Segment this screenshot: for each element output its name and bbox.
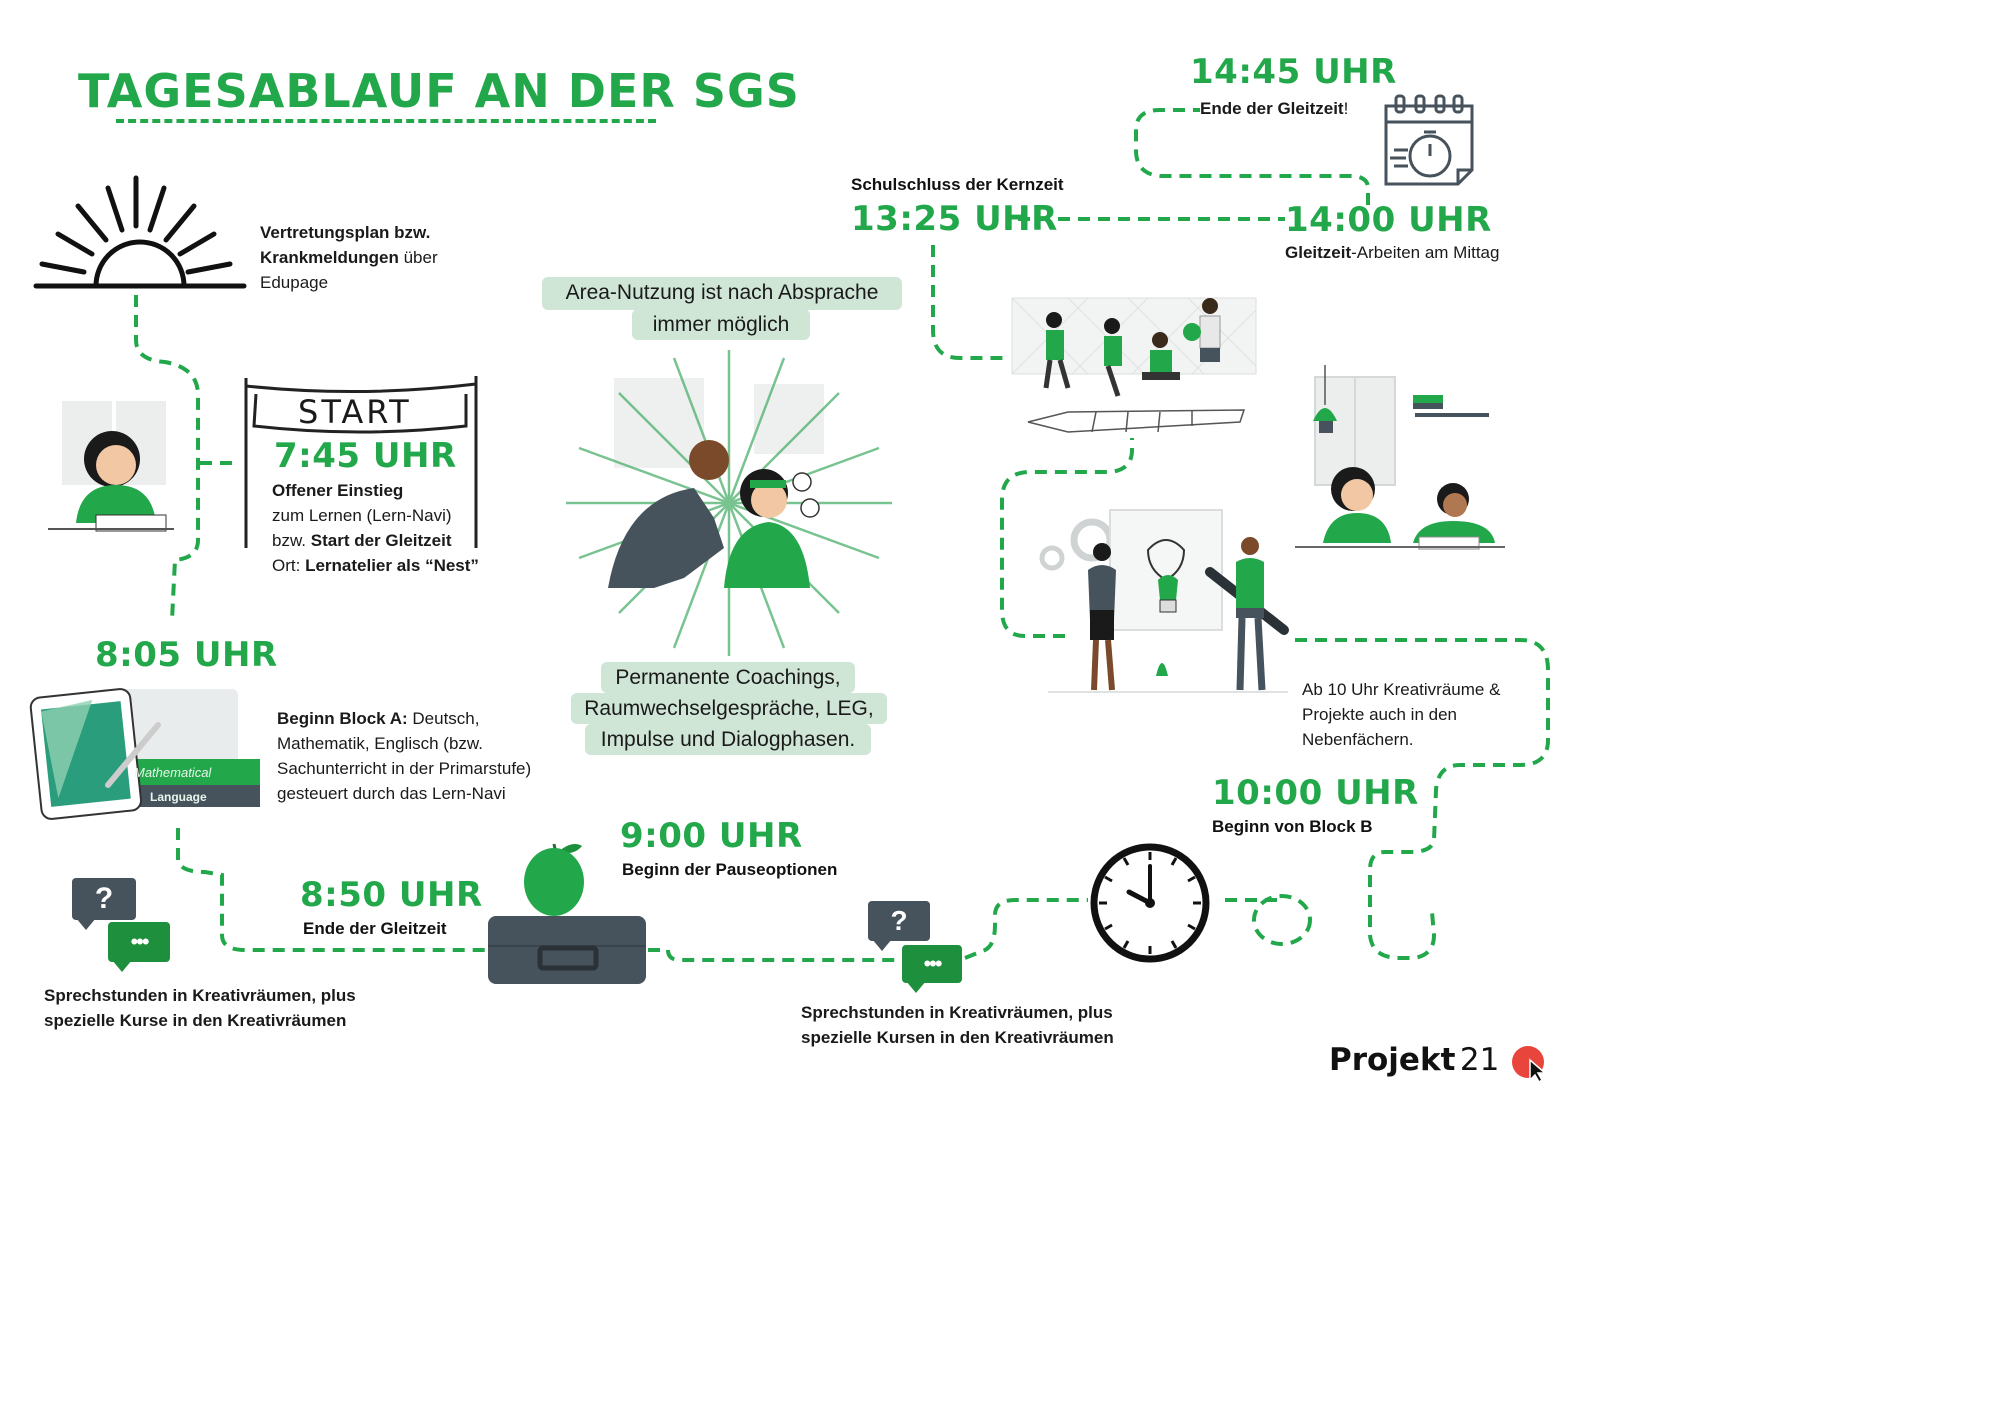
sprech-right-text: Sprechstunden in Kreativräumen, plus spe… (801, 1000, 1114, 1050)
area-bubble: Area-Nutzung ist nach Absprache (542, 277, 902, 310)
t0805-line1-rest: Deutsch, (407, 709, 480, 728)
area-bubble-line2: immer möglich (652, 313, 790, 336)
t0805-line4: gesteuert durch das Lern-Navi (277, 784, 506, 803)
t0745-line4-pre: Ort: (272, 556, 306, 575)
sprech-right-line2: spezielle Kursen in den Kreativräumen (801, 1028, 1114, 1047)
calendar-stopwatch-icon (1384, 94, 1474, 186)
dots-bubble: ••• (108, 922, 170, 962)
label-1445-bold: Ende der Gleitzeit (1200, 99, 1344, 118)
sun-note-rest: über (398, 248, 438, 267)
question-bubble-tail (76, 918, 96, 930)
sprech-left-line1: Sprechstunden in Kreativräumen, plus (44, 986, 356, 1005)
t0805-line3: Sachunterricht in der Primarstufe) (277, 759, 532, 778)
dots-bubble-tail (906, 981, 926, 993)
label-1445-suffix: ! (1343, 99, 1349, 118)
coaching-bubble-bottom: Impulse und Dialogphasen. (585, 724, 871, 755)
time-1400: 14:00 UHR (1285, 200, 1492, 240)
time-1000: 10:00 UHR (1212, 773, 1419, 813)
label-1445: Ende der Gleitzeit! (1200, 99, 1348, 119)
label-1000: Beginn von Block B (1212, 817, 1373, 836)
label-1325: Schulschluss der Kernzeit (851, 175, 1064, 194)
kreativ-note-line1: Ab 10 Uhr Kreativräume & (1302, 680, 1501, 699)
dots-bubble: ••• (902, 945, 962, 983)
block-0745-text: Offener Einstieg zum Lernen (Lern-Navi) … (272, 478, 479, 578)
timeline-path (134, 108, 1550, 962)
brand-number: 21 (1459, 1042, 1500, 1078)
sun-note-bold: Krankmeldungen (260, 248, 399, 267)
time-0805: 8:05 UHR (95, 635, 278, 675)
sprech-left-line2: spezielle Kurse in den Kreativräumen (44, 1011, 347, 1030)
window-students-illustration (1295, 365, 1505, 550)
time-0850: 8:50 UHR (300, 875, 483, 915)
book-label-bottom: Language (150, 790, 207, 804)
kreativ-note-line2: Projekte auch in den (1302, 705, 1457, 724)
question-bubble: ? (72, 878, 136, 920)
children-playing-illustration (1011, 297, 1257, 433)
label-0850: Ende der Gleitzeit (303, 919, 447, 938)
question-bubble-tail (872, 939, 892, 951)
page-title: TAGESABLAUF AN DER SGS (78, 64, 800, 118)
time-0900: 9:00 UHR (620, 816, 803, 856)
cursor-dot-icon (1512, 1046, 1548, 1084)
t0745-line2: zum Lernen (Lern-Navi) (272, 506, 452, 525)
time-1325: 13:25 UHR (851, 199, 1058, 239)
creative-painting-illustration (1039, 509, 1289, 693)
sun-note-line1: Vertretungsplan bzw. (260, 223, 431, 242)
start-banner-frame (244, 376, 478, 548)
label-1400: Gleitzeit-Arbeiten am Mittag (1285, 243, 1499, 263)
title-underline (116, 119, 656, 123)
area-bubble-line1: Area-Nutzung ist nach Absprache (565, 281, 879, 304)
coaching-line3: Impulse und Dialogphasen. (600, 728, 856, 751)
sprech-left-text: Sprechstunden in Kreativräumen, plus spe… (44, 983, 356, 1033)
t0745-line4-bold: Lernatelier als “Nest” (305, 556, 479, 575)
clock-icon (1090, 843, 1210, 963)
area-bubble-second: immer möglich (632, 309, 810, 340)
time-1445: 14:45 UHR (1190, 52, 1397, 92)
sunrise-icon (33, 175, 247, 289)
label-1400-bold: Gleitzeit (1285, 243, 1352, 262)
start-banner-text: START (298, 393, 412, 431)
kreativ-note: Ab 10 Uhr Kreativräume & Projekte auch i… (1302, 677, 1500, 752)
question-bubble: ? (868, 901, 930, 941)
t0745-line3-bold: Start der Gleitzeit (310, 531, 452, 550)
student-writing-illustration (48, 401, 174, 532)
sun-note-line3: Edupage (260, 273, 329, 292)
book-label-top: Mathematical (134, 765, 212, 780)
coaching-illustration (566, 350, 892, 656)
lunchbox-apple-icon (488, 843, 646, 984)
t0745-line3-pre: bzw. (272, 531, 311, 550)
chat-question-icon-left: ? ••• (72, 878, 172, 978)
sprech-right-line1: Sprechstunden in Kreativräumen, plus (801, 1003, 1113, 1022)
coaching-bubble-top: Permanente Coachings, (601, 662, 855, 693)
chat-question-icon-right: ? ••• (868, 901, 968, 1001)
label-1400-rest: -Arbeiten am Mittag (1351, 243, 1500, 262)
time-0745: 7:45 UHR (274, 436, 457, 476)
brand-name: Projekt (1329, 1042, 1456, 1078)
dots-bubble-tail (112, 960, 132, 972)
t0805-line2: Mathematik, Englisch (bzw. (277, 734, 483, 753)
coaching-line2: Raumwechselgespräche, LEG, (584, 697, 874, 720)
t0805-lead: Beginn Block A: (277, 709, 408, 728)
coaching-bubble-middle: Raumwechselgespräche, LEG, (571, 693, 887, 724)
substitution-plan-note: Vertretungsplan bzw. Krankmeldungen über… (260, 220, 438, 295)
brand-logo: Projekt 21 (1329, 1042, 1499, 1078)
coaching-line1: Permanente Coachings, (615, 666, 841, 689)
tablet-books-illustration (29, 688, 260, 820)
label-0900: Beginn der Pauseoptionen (622, 860, 838, 879)
kreativ-note-line3: Nebenfächern. (1302, 730, 1414, 749)
block-0805-text: Beginn Block A: Deutsch, Mathematik, Eng… (277, 706, 531, 806)
t0745-line1: Offener Einstieg (272, 481, 404, 500)
